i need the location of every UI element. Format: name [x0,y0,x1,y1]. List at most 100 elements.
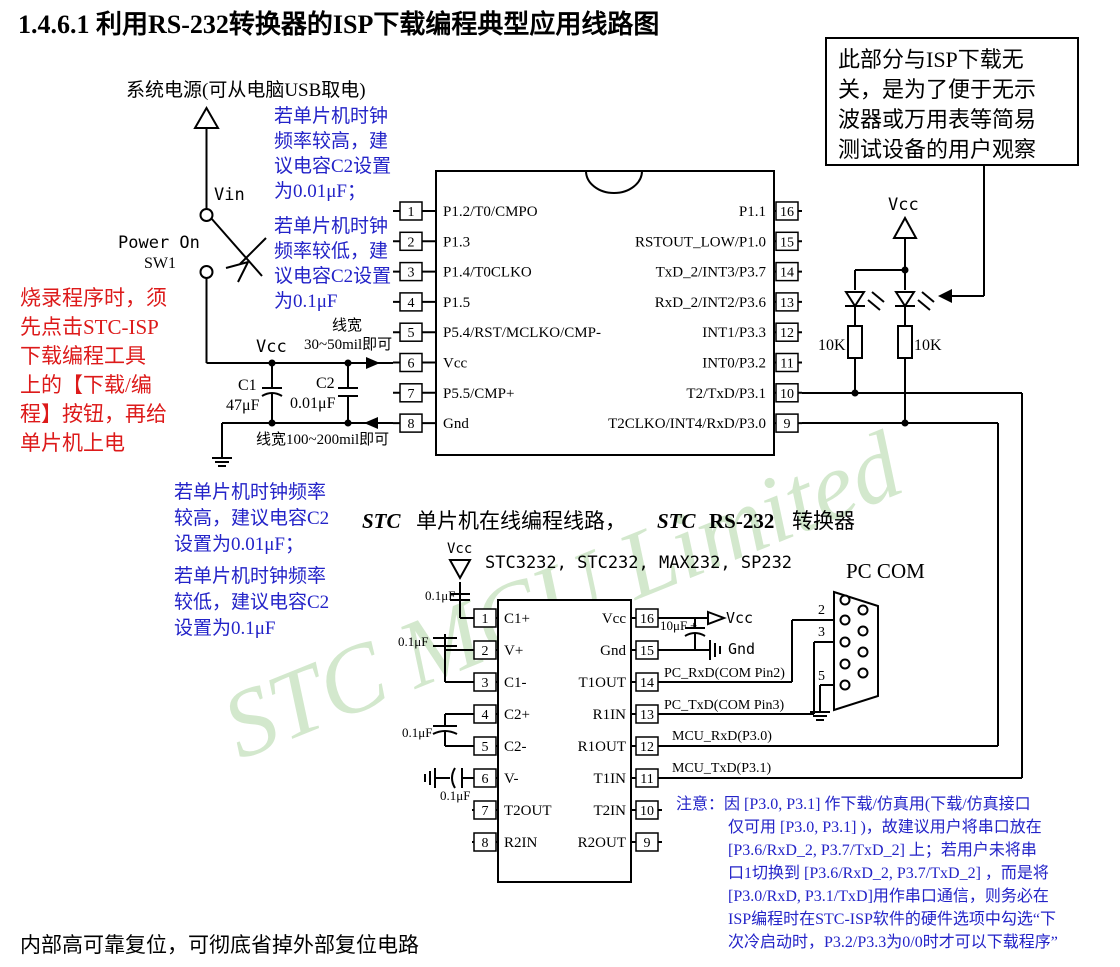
mcu-pin-name: Vcc [443,356,467,372]
note-mid-high-1: 若单片机时钟频率 [174,481,326,503]
rs-vcc-out: Vcc [726,609,753,627]
r1-value: 10K [818,337,846,354]
mcu-pin-name: TxD_2/INT3/P3.7 [656,265,767,281]
mcu-pin-number: 13 [780,296,794,311]
rs232-pin-left-5: 5 C2- [472,736,527,756]
rs-cap-2: 0.1μF [398,634,428,649]
mcu-pin-right-2: 15 RSTOUT_LOW/P1.0 [635,231,802,252]
mid-caption: STC 单片机在线编程线路， STC RS-232 转换器 [362,509,855,533]
notice-1: 注意：因 [P3.0, P3.1] 作下载/仿真用(下载/仿真接口 [676,794,1031,813]
rs232-pin-number: 9 [644,836,651,851]
rs232-pin-right-5: 12 R1OUT [578,736,662,756]
rs232-pin-name: V+ [504,643,523,659]
vin-label: Vin [214,185,245,205]
rs232-pin-number: 1 [482,612,489,627]
rs232-pin-left-7: 7 T2OUT [472,800,552,820]
rs-vcc-top: Vcc [447,541,472,557]
burn-note-4: 上的【下载/编 [20,373,152,397]
pc-com-pin2: 2 [818,603,825,618]
mcu-pin-number: 7 [408,387,415,402]
mcu-pin-name: Gnd [443,416,469,432]
rs232-pin-number: 15 [640,644,654,659]
caption-rs232: RS-232 [709,509,774,533]
mcu-pin-name: T2CLKO/INT4/RxD/P3.0 [608,416,766,432]
note-mid-high-3: 设置为0.01μF； [174,533,304,555]
caption-part-2: 转换器 [792,509,855,533]
rs232-pin-number: 7 [482,804,489,819]
caption-stc-1: STC [362,509,402,533]
mcu-pin-right-7: 10 T2/TxD/P3.1 [686,383,802,403]
c2-value: 0.01μF [290,395,336,412]
pc-com-label: PC COM [846,559,925,583]
caption-part-1: 单片机在线编程线路， [416,509,626,533]
rs-cap-3: 0.1μF [402,725,432,740]
note-mid-low-3: 设置为0.1μF [174,617,276,639]
mcu-pin-name: T2/TxD/P3.1 [686,386,766,402]
sig-mcu-rxd: MCU_RxD(P3.0) [672,729,772,744]
rs232-pin-name: T1OUT [579,675,627,691]
rs232-pin-name: C2- [504,739,527,755]
rs232-pin-name: C2+ [504,707,530,723]
note-low-4: 为0.1μF [274,290,338,312]
mcu-pin-number: 8 [408,417,415,432]
mcu-pin-number: 1 [408,205,415,220]
rs232-pin-name: R1OUT [578,739,626,755]
callout-line-4: 测试设备的用户观察 [838,137,1036,162]
mcu-pin-number: 10 [780,387,794,402]
callout-line-2: 关，是为了便于无示 [838,77,1036,102]
mcu-pin-name: RxD_2/INT2/P3.6 [655,295,767,311]
rs232-caps [424,559,472,789]
width-vcc-1: 线宽 [332,317,362,334]
mcu-pin-number: 14 [780,266,794,281]
rs232-pin-number: 5 [482,740,489,755]
note-low-1: 若单片机时钟 [274,215,388,237]
rs232-pin-name: C1- [504,675,527,691]
pc-com-connector [833,590,879,712]
c1-ref: C1 [238,377,257,394]
vcc-label-left: Vcc [256,337,287,357]
r2-value: 10K [914,337,942,354]
mcu-pin-number: 16 [780,205,794,220]
rs232-pin-number: 4 [482,708,489,723]
rs-cap-4: 0.1μF [440,788,470,803]
notice-5: [P3.0/RxD, P3.1/TxD]用作串口通信，则务必在 [728,887,1049,905]
note-mid-high-2: 较高，建议电容C2 [174,507,329,529]
mcu-pin-number: 5 [408,326,415,341]
mcu-pin-name: P1.4/T0CLKO [443,265,532,281]
note-mid-low-1: 若单片机时钟频率 [174,565,326,587]
rs232-pin-number: 16 [640,612,654,627]
rs232-pin-name: Vcc [602,611,626,627]
rs232-pin-left-1: 1 C1+ [472,608,530,628]
rs232-pin-name: C1+ [504,611,530,627]
mcu-rs232-wires [662,392,1023,779]
c2-ref: C2 [316,375,335,392]
rs232-pin-name: T2OUT [504,803,552,819]
burn-note-5: 程】按钮，再给 [20,402,167,426]
mcu-pin-number: 4 [408,296,415,311]
mcu-pin-name: INT0/P3.2 [702,356,766,372]
note-low-2: 频率较低，建 [274,240,388,262]
switch-ref: SW1 [144,255,176,272]
mcu-pin-number: 15 [780,235,794,250]
rs232-pin-number: 8 [482,836,489,851]
width-vcc-2: 30~50mil即可 [304,337,392,353]
mcu-pin-name: RSTOUT_LOW/P1.0 [635,234,766,250]
rs-vcc-cap: 10μF [660,618,687,633]
led-section [844,215,935,423]
rs232-pin-number: 12 [640,740,654,755]
mcu-pin-number: 12 [780,326,794,341]
footer-text: 内部高可靠复位，可彻底省掉外部复位电路 [20,933,419,957]
c1-value: 47μF [226,397,260,414]
pc-com-pin3: 3 [818,625,825,640]
mcu-pin-right-3: 14 TxD_2/INT3/P3.7 [656,261,802,282]
